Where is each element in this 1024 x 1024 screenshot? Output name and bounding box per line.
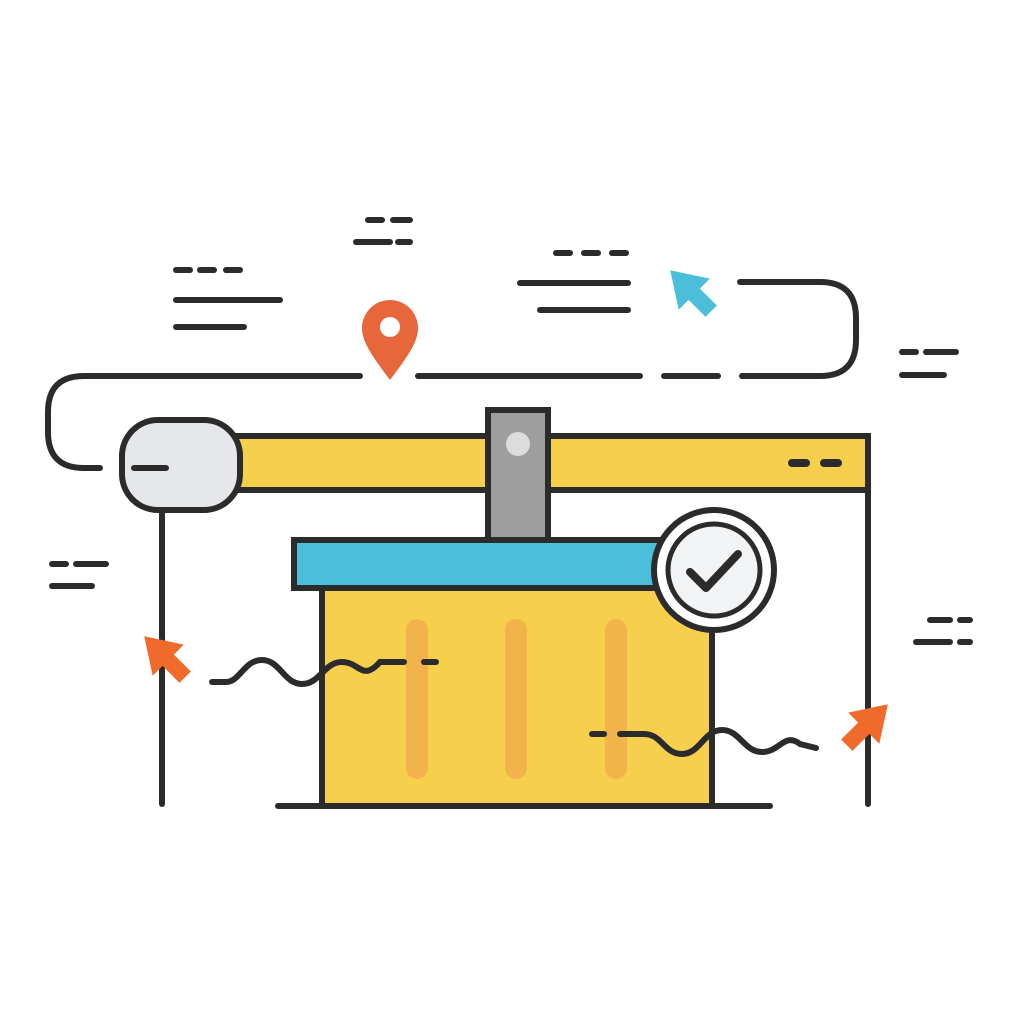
package-lid [291, 537, 677, 591]
text-placeholder-right-top [899, 349, 959, 378]
checkmark-badge-icon [651, 507, 777, 633]
cable-loop-right [737, 279, 859, 379]
computer-mouse-icon [119, 417, 243, 513]
text-placeholder-top-middle [517, 250, 631, 313]
box-stripes [406, 619, 627, 779]
text-placeholder-right-middle [913, 617, 973, 645]
wave-line-left [209, 656, 407, 688]
text-placeholder-top-left [173, 267, 283, 330]
cursor-arrow-icon-orange-right [841, 704, 888, 751]
print-head [485, 407, 551, 545]
location-pin-icon [362, 300, 418, 380]
cursor-arrow-icon-blue [670, 270, 717, 317]
mouse-cable [45, 373, 363, 471]
text-placeholder-top-center [353, 217, 413, 245]
text-placeholder-left-middle [49, 561, 109, 589]
wave-line-right [617, 726, 819, 758]
cursor-arrow-icon-orange-left [144, 636, 191, 683]
